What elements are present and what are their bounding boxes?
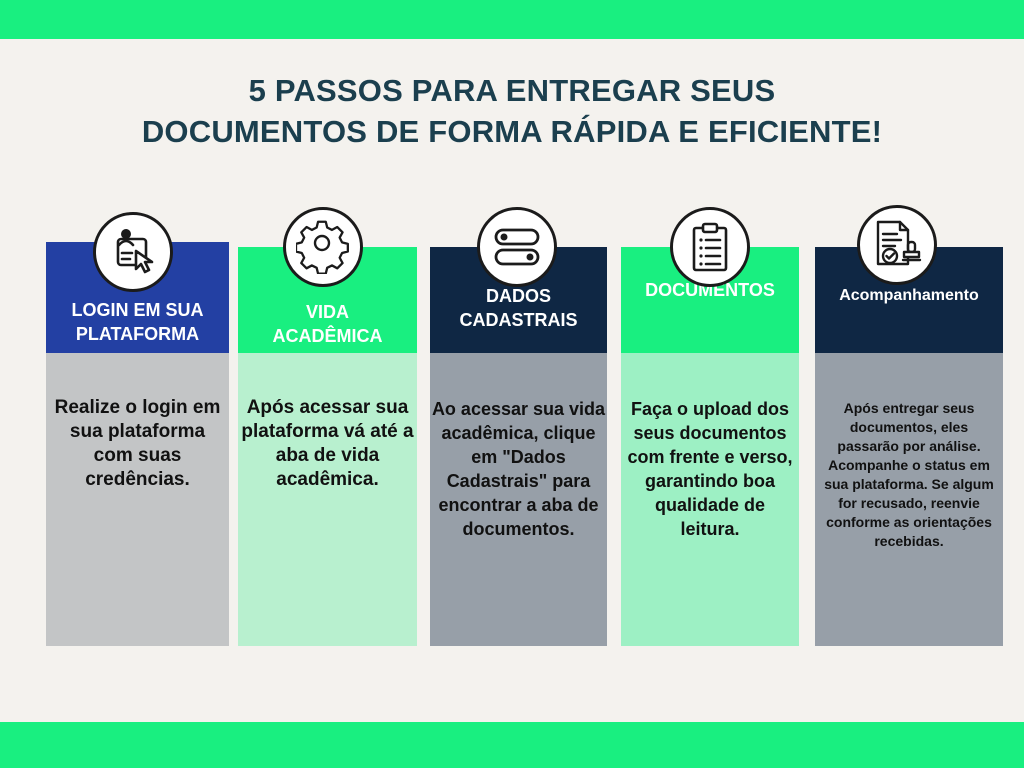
step-body-login: Realize o login em sua plataforma com su… bbox=[46, 353, 229, 646]
gear-icon bbox=[283, 207, 363, 287]
step-header-dados-cadastrais: DADOS CADASTRAIS bbox=[430, 247, 607, 368]
step-body-dados-cadastrais: Ao acessar sua vida acadêmica, clique em… bbox=[430, 353, 607, 646]
step-header-label: DADOS CADASTRAIS bbox=[459, 285, 578, 330]
step-body-documentos: Faça o upload dos seus documentos com fr… bbox=[621, 353, 799, 646]
step-header-label: Acompanhamento bbox=[839, 286, 979, 304]
title-line-1: 5 PASSOS PARA ENTREGAR SEUS bbox=[248, 73, 776, 108]
step-body-acompanhamento: Após entregar seus documentos, eles pass… bbox=[815, 353, 1003, 646]
page-title: 5 PASSOS PARA ENTREGAR SEUS DOCUMENTOS D… bbox=[0, 70, 1024, 152]
top-green-band bbox=[0, 0, 1024, 39]
step-card-dados-cadastrais: DADOS CADASTRAIS Ao acessar sua vida aca… bbox=[430, 207, 607, 646]
step-body-vida-academica: Após acessar sua plataforma vá até a aba… bbox=[238, 353, 417, 646]
step-text: Faça o upload dos seus documentos com fr… bbox=[627, 399, 793, 539]
clipboard-icon bbox=[670, 207, 750, 287]
title-line-2: DOCUMENTOS DE FORMA RÁPIDA E EFICIENTE! bbox=[141, 114, 883, 149]
login-user-icon bbox=[93, 212, 173, 292]
toggle-icon bbox=[477, 207, 557, 287]
step-card-acompanhamento: Acompanhamento Após entregar seus docume… bbox=[815, 205, 1003, 646]
step-card-login: LOGIN EM SUA PLATAFORMA Realize o login … bbox=[46, 212, 229, 646]
step-text: Realize o login em sua plataforma com su… bbox=[54, 397, 221, 490]
step-card-vida-academica: VIDA ACADÊMICA Após acessar sua platafor… bbox=[238, 207, 417, 646]
step-text: Após acessar sua plataforma vá até a aba… bbox=[241, 397, 414, 490]
step-header-label: LOGIN EM SUA PLATAFORMA bbox=[71, 300, 204, 344]
step-card-documentos: DOCUMENTOS Faça o upload dos seus docume… bbox=[621, 207, 799, 646]
step-header-label: DOCUMENTOS bbox=[645, 279, 775, 300]
step-text: Após entregar seus documentos, eles pass… bbox=[824, 400, 994, 549]
step-header-label: VIDA ACADÊMICA bbox=[272, 301, 383, 346]
step-text: Ao acessar sua vida acadêmica, clique em… bbox=[431, 399, 606, 539]
approved-document-icon bbox=[857, 205, 937, 285]
bottom-green-band bbox=[0, 722, 1024, 768]
